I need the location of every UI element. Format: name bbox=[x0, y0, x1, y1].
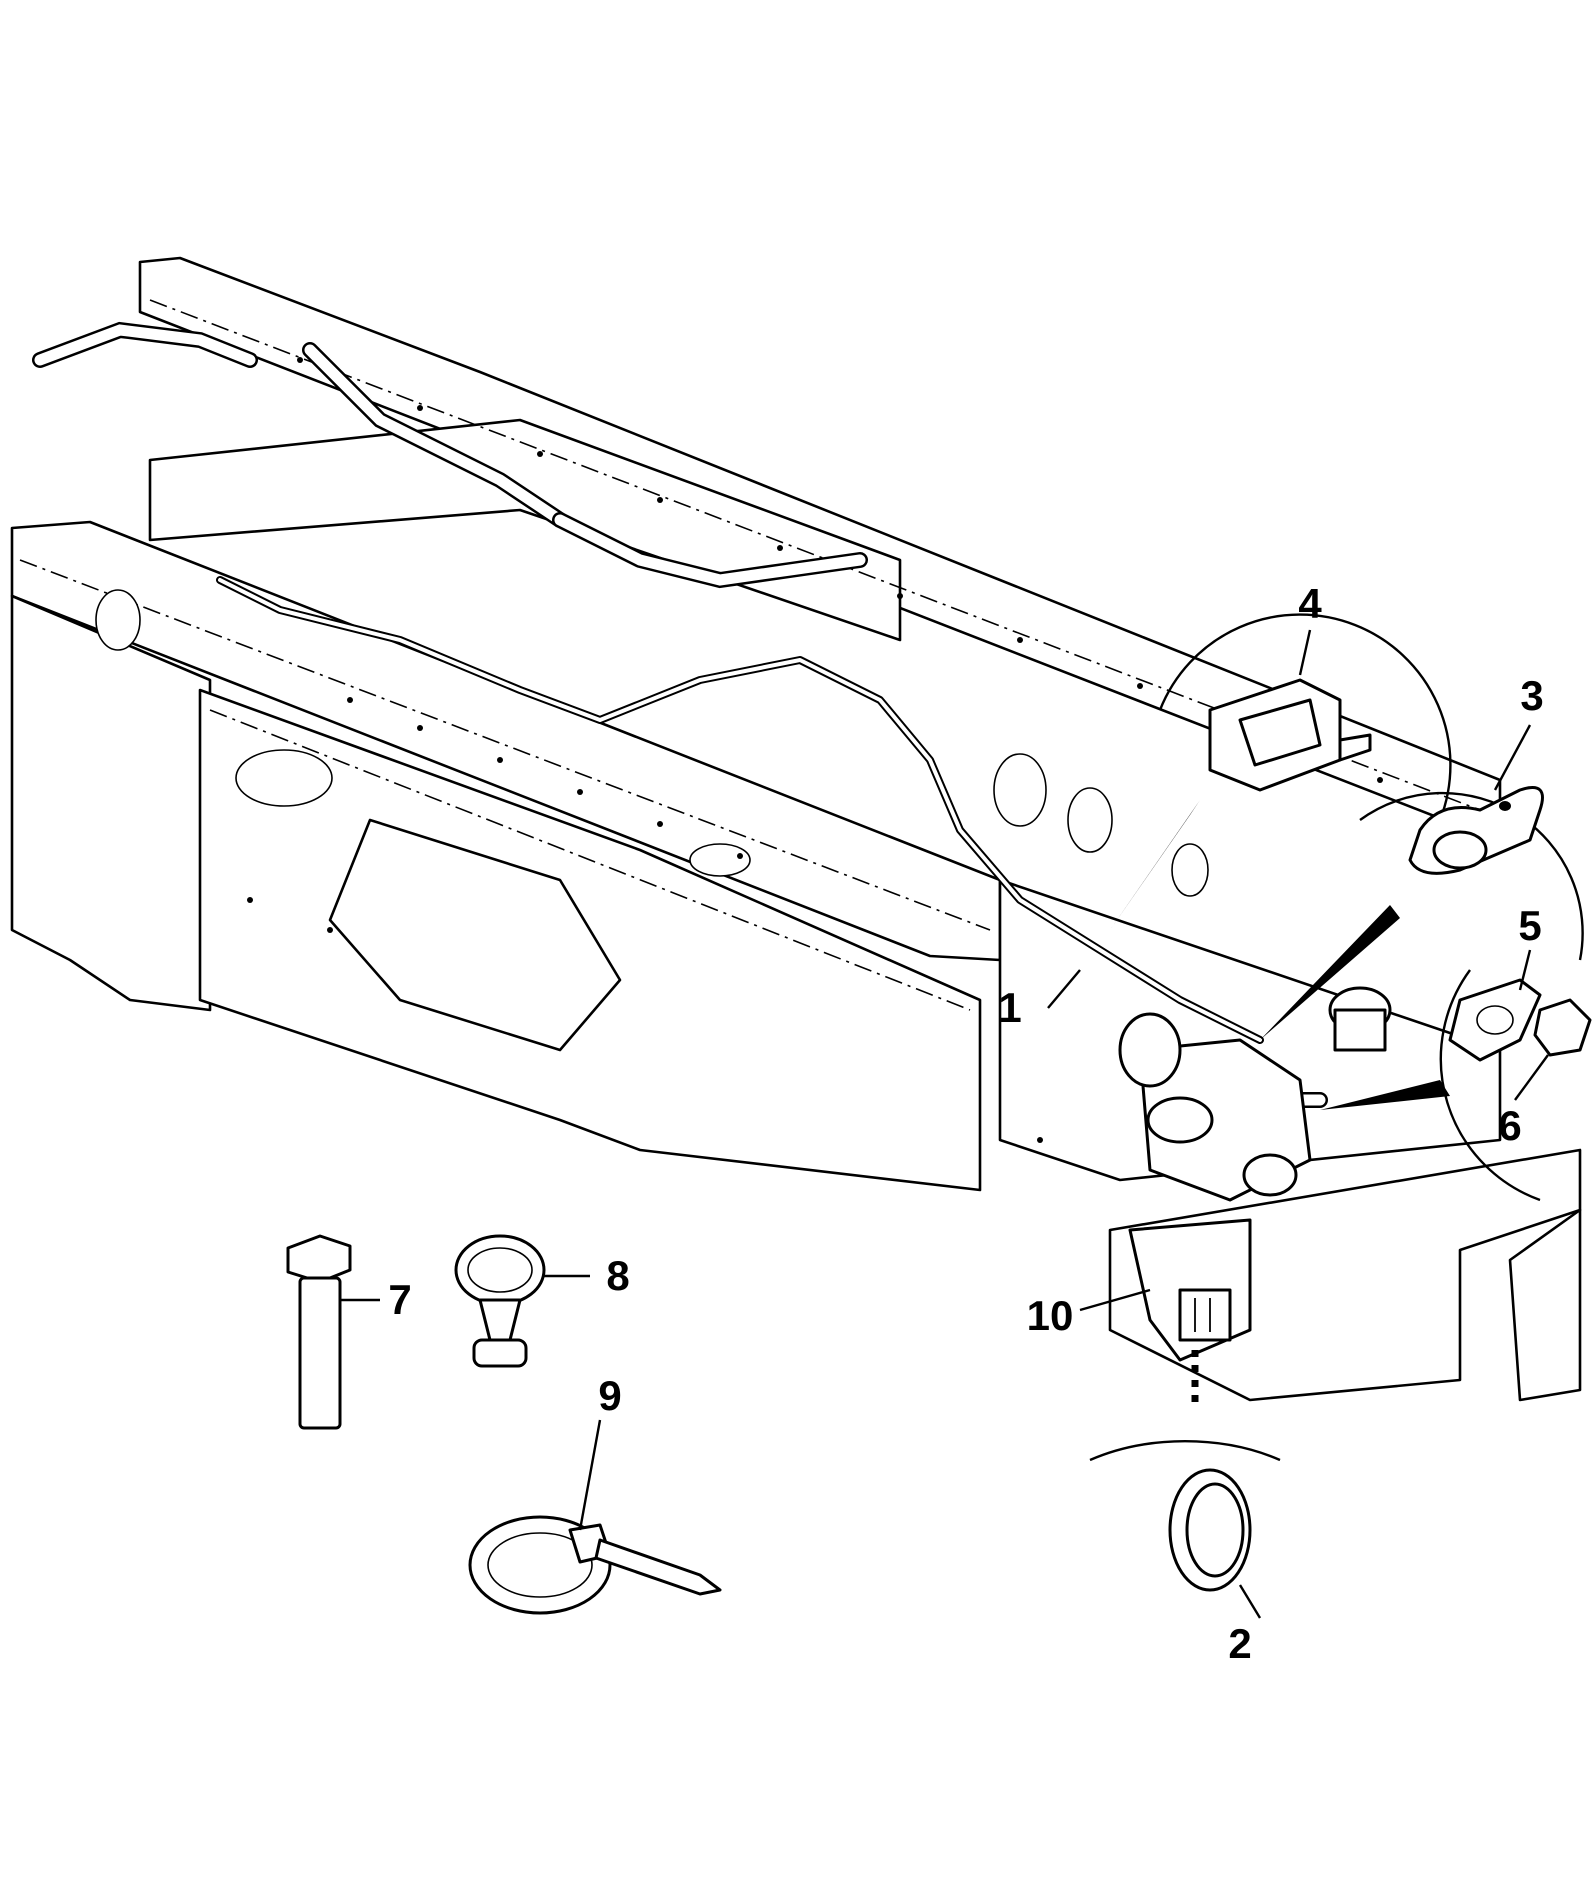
callout-4: 4 bbox=[1298, 580, 1322, 627]
callout-10: 10 bbox=[1027, 1292, 1074, 1339]
bracket-plate bbox=[1508, 1208, 1582, 1402]
bracket-washer-part bbox=[1448, 978, 1542, 1062]
band-clamp-part bbox=[454, 1234, 546, 1368]
p-clip-part bbox=[1408, 786, 1544, 875]
callout-6: 6 bbox=[1498, 1102, 1521, 1149]
callout-5: 5 bbox=[1518, 902, 1541, 949]
actuator-assembly bbox=[1118, 986, 1392, 1202]
detail-arc-4 bbox=[1158, 613, 1452, 821]
callout-8: 8 bbox=[606, 1252, 629, 1299]
cable-tie-part bbox=[468, 1515, 722, 1615]
callout-7: 7 bbox=[388, 1276, 411, 1323]
left-crossmember bbox=[10, 594, 212, 1012]
grommet-part bbox=[1168, 1468, 1252, 1592]
bolt-part bbox=[286, 1234, 352, 1430]
upper-crossmember bbox=[148, 418, 902, 642]
callout-2: 2 bbox=[1228, 1620, 1251, 1667]
nut-part bbox=[1533, 998, 1592, 1057]
center-crossmember-cutout bbox=[328, 818, 622, 1052]
detail-arc-2 bbox=[1089, 1440, 1281, 1462]
channel-clip-part bbox=[1208, 678, 1372, 792]
callout-9: 9 bbox=[598, 1372, 621, 1419]
chassis-frame bbox=[10, 256, 1582, 1402]
detail-arc-5 bbox=[1439, 969, 1541, 1202]
callout-1: 1 bbox=[998, 984, 1021, 1031]
cable-assembly-route bbox=[216, 576, 1264, 1044]
mounting-bracket-assembly bbox=[1128, 1218, 1252, 1410]
callout-3: 3 bbox=[1520, 672, 1543, 719]
